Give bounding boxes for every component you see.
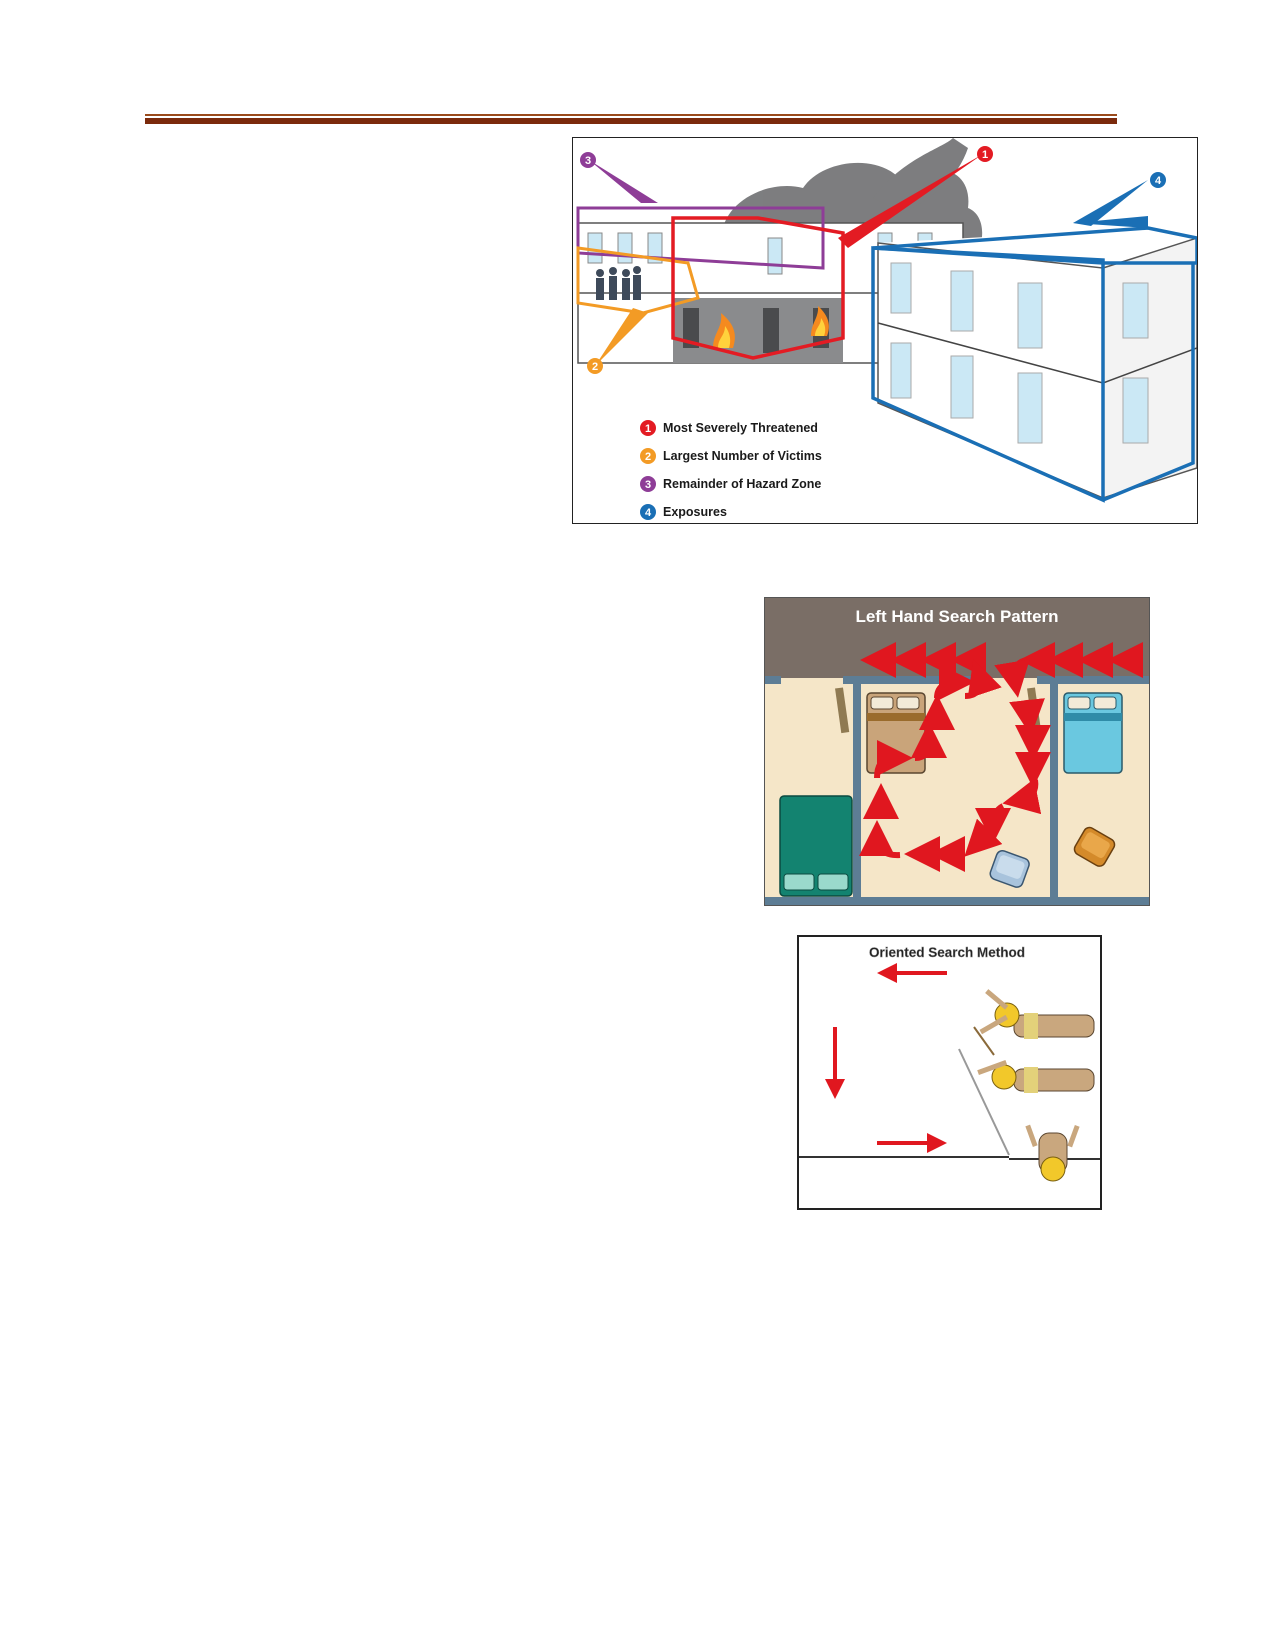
legend-label-4: Exposures — [663, 505, 727, 519]
priority-legend: 1 Most Severely Threatened 2 Largest Num… — [640, 420, 822, 520]
svg-text:4: 4 — [645, 507, 652, 519]
legend-item-3: 3 Remainder of Hazard Zone — [640, 476, 821, 492]
left-hand-search-title: Left Hand Search Pattern — [855, 607, 1058, 626]
zone-4-callout: 4 — [871, 172, 1199, 503]
room-walls — [765, 676, 1149, 905]
legend-label-1: Most Severely Threatened — [663, 421, 818, 435]
oriented-search-title: Oriented Search Method — [869, 945, 1025, 960]
search-priorities-figure: 3 2 1 — [572, 137, 1199, 524]
header-rule-thin — [145, 114, 1117, 116]
oriented-search-figure: Oriented Search Method — [797, 935, 1102, 1210]
search-arrows — [859, 642, 1143, 872]
zone-3-callout: 3 — [576, 152, 825, 270]
chair — [989, 849, 1030, 888]
zone-1-callout: 1 — [671, 146, 993, 360]
callout-2-number: 2 — [592, 361, 598, 373]
firefighter — [973, 989, 1095, 1056]
search-tool — [958, 1048, 1010, 1156]
firefighter — [1025, 1124, 1080, 1182]
bed — [779, 795, 853, 897]
legend-label-3: Remainder of Hazard Zone — [663, 477, 821, 491]
callout-1-number: 1 — [982, 149, 988, 161]
door — [835, 687, 850, 734]
exposure-building — [877, 228, 1198, 500]
bed — [1063, 692, 1123, 774]
svg-text:3: 3 — [645, 479, 651, 491]
search-priorities-illustration: 3 2 1 — [576, 138, 1199, 520]
legend-item-1: 1 Most Severely Threatened — [640, 420, 818, 436]
svg-text:2: 2 — [645, 451, 651, 463]
legend-item-4: 4 Exposures — [640, 504, 727, 520]
zone-2-callout: 2 — [576, 246, 700, 374]
svg-text:1: 1 — [645, 423, 651, 435]
oriented-search-diagram: Oriented Search Method — [799, 945, 1100, 1182]
legend-label-2: Largest Number of Victims — [663, 449, 822, 463]
left-hand-search-diagram: Left Hand Search Pattern — [765, 598, 1149, 905]
bed — [866, 692, 926, 774]
callout-3-number: 3 — [585, 155, 591, 167]
left-hand-search-figure: Left Hand Search Pattern — [764, 597, 1150, 906]
legend-item-2: 2 Largest Number of Victims — [640, 448, 822, 464]
header-rule — [145, 118, 1117, 124]
firefighter — [977, 1059, 1095, 1093]
callout-4-number: 4 — [1155, 175, 1162, 187]
search-arrows — [825, 963, 947, 1153]
chair — [1073, 826, 1116, 867]
